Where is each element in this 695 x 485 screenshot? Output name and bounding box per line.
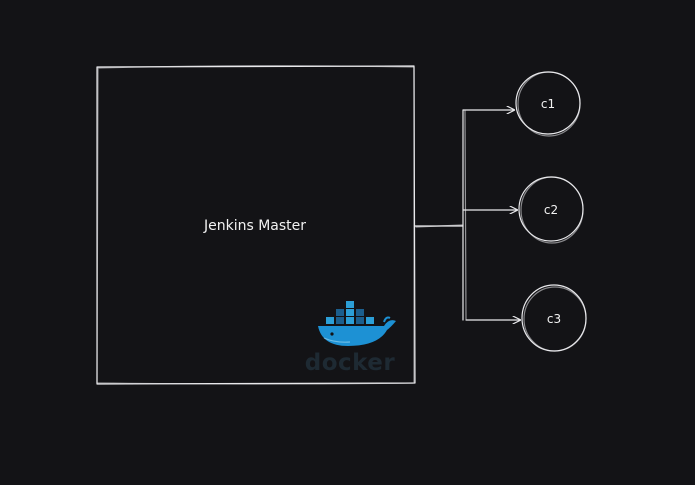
node-c2-label: c2 [544,203,558,217]
node-c1: c1 [515,71,581,137]
connectors [414,110,520,320]
docker-logo: docker [305,301,396,376]
node-c3-label: c3 [547,312,561,326]
docker-wordmark: docker [305,350,396,376]
node-c3: c3 [521,284,587,352]
jenkins-master-label: Jenkins Master [203,218,306,234]
jenkins-master-box: Jenkins Master [96,65,416,385]
node-c1-label: c1 [541,97,555,111]
node-c2: c2 [518,176,584,244]
docker-whale-icon [318,301,396,346]
